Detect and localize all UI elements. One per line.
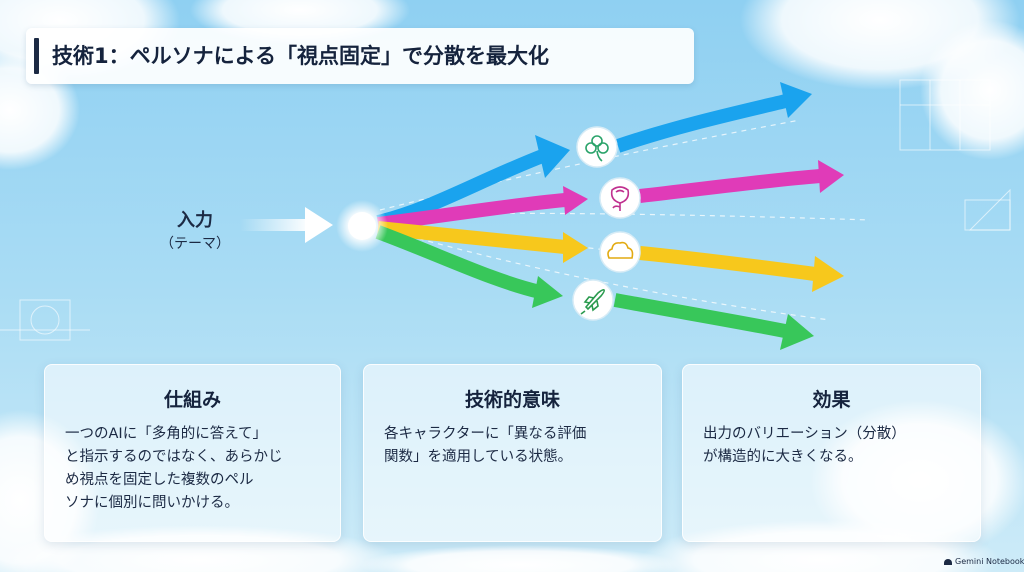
- card-line: と指示するのではなく、あらかじ: [65, 449, 283, 465]
- input-arrow: [240, 207, 333, 243]
- card-line: め視点を固定した複数のペル: [65, 472, 254, 488]
- card-effect: 効果 出力のバリエーション（分散） が構造的に大きくなる。: [682, 364, 981, 542]
- branch-green-out-arrowhead: [780, 314, 814, 350]
- input-label: 入力: [177, 210, 213, 231]
- card-line: 一つのAIに「多角的に答えて」: [65, 426, 267, 442]
- card-line: 出力のバリエーション（分散）: [703, 426, 906, 442]
- card-body: 一つのAIに「多角的に答えて」 と指示するのではなく、あらかじ め視点を固定した…: [65, 423, 326, 515]
- card-body: 各キャラクターに「異なる評価 関数」を適用している状態。: [384, 423, 647, 469]
- branch-blue-out-arrowhead: [780, 82, 812, 118]
- branch-blue-arrowhead: [535, 135, 570, 178]
- page-title: 技術1：ペルソナによる「視点固定」で分散を最大化: [52, 44, 549, 68]
- card-line: が構造的に大きくなる。: [703, 449, 863, 465]
- rose-icon: [599, 177, 641, 219]
- rocket-icon: [572, 279, 614, 321]
- footer-text: Gemini Notebook: [955, 557, 1024, 566]
- card-body: 出力のバリエーション（分散） が構造的に大きくなる。: [703, 423, 966, 469]
- clover-icon: [576, 126, 618, 168]
- branch-yellow-out: [639, 246, 816, 281]
- cloud-icon: [599, 231, 641, 273]
- notebook-logo-icon: [944, 558, 952, 565]
- branch-yellow-out-arrowhead: [812, 256, 844, 292]
- title-banner: 技術1：ペルソナによる「視点固定」で分散を最大化: [26, 28, 694, 84]
- source-node: [348, 212, 376, 240]
- branch-green-out: [613, 293, 792, 339]
- card-title: 効果: [812, 389, 851, 411]
- card-line: ソナに個別に問いかける。: [65, 495, 239, 511]
- branch-magenta-out-arrowhead: [818, 160, 844, 193]
- branch-green-arrowhead: [532, 276, 563, 308]
- card-line: 各キャラクターに「異なる評価: [384, 426, 587, 442]
- card-title: 仕組み: [163, 389, 221, 411]
- footer-brand: Gemini Notebook: [944, 557, 1024, 566]
- input-sublabel: （テーマ）: [160, 236, 230, 252]
- branch-yellow: [377, 221, 566, 254]
- branch-magenta: [377, 193, 566, 231]
- title-accent-bar: [34, 38, 39, 74]
- branch-yellow-arrowhead: [563, 232, 588, 263]
- card-title: 技術的意味: [464, 389, 560, 411]
- card-technical-meaning: 技術的意味 各キャラクターに「異なる評価 関数」を適用している状態。: [363, 364, 662, 542]
- card-mechanism: 仕組み 一つのAIに「多角的に答えて」 と指示するのではなく、あらかじ め視点を…: [44, 364, 341, 542]
- branch-green: [375, 225, 542, 299]
- branch-magenta-out: [639, 169, 821, 203]
- branch-magenta-arrowhead: [563, 186, 588, 215]
- branch-blue-out: [615, 93, 792, 153]
- card-line: 関数」を適用している状態。: [384, 449, 573, 465]
